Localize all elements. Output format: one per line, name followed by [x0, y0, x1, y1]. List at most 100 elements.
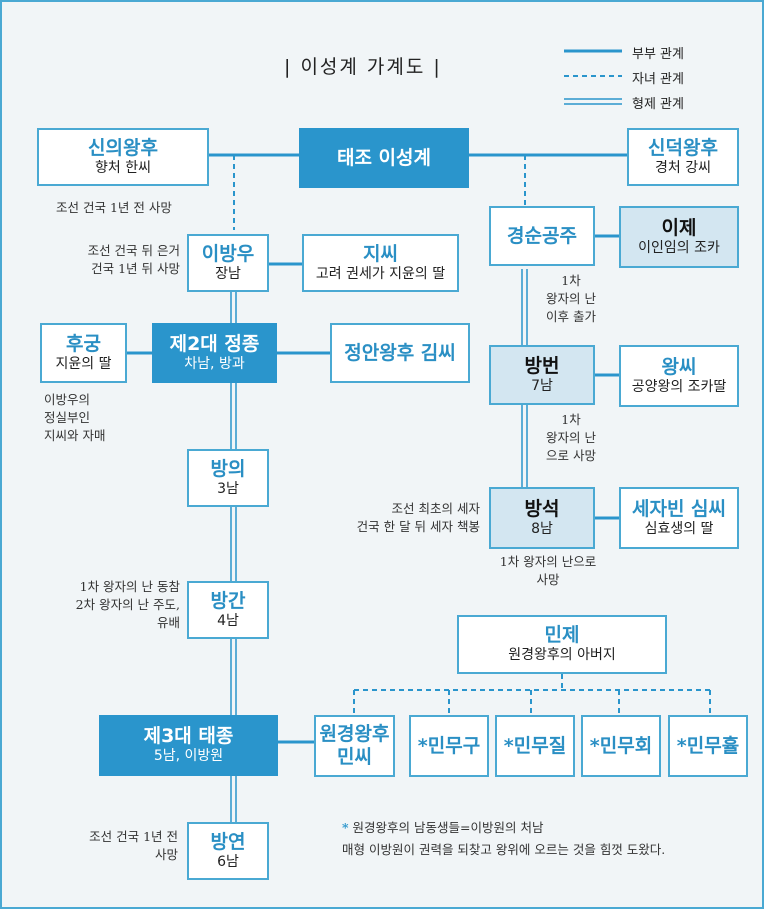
person-jeongan: 정안왕후 김씨: [330, 323, 470, 383]
person-name: 왕씨: [661, 355, 697, 378]
note-line: 1차 왕자의 난으로: [499, 554, 597, 569]
person-name: 신의왕후: [88, 136, 158, 159]
note-line: 정실부인: [44, 410, 91, 426]
person-name: 이방우: [201, 242, 255, 265]
person-name: *민무질: [503, 734, 567, 757]
person-desc: 장남: [215, 265, 241, 282]
person-name: 방석: [524, 497, 560, 520]
legend-marriage-label: 부부 관계: [632, 47, 684, 62]
note-line: 사망: [154, 847, 178, 863]
person-name: 원경왕후: [319, 723, 390, 746]
note-bangwoo: 조선 건국 뒤 은거 건국 1년 뒤 사망: [62, 242, 180, 278]
note-hugung: 이방우의 정실부인 지씨와 자매: [44, 391, 105, 445]
person-minhyul: *민무휼: [668, 715, 748, 777]
note-line: 건국 1년 뒤 사망: [91, 261, 180, 277]
person-name: 정안왕후 김씨: [344, 341, 456, 364]
person-bangyeon: 방연 6남: [187, 822, 269, 880]
person-banggan: 방간 4남: [187, 581, 269, 639]
person-desc: 심효생의 딸: [644, 520, 714, 537]
person-bangbeon: 방번 7남: [489, 345, 595, 405]
person-bangui: 방의 3남: [187, 449, 269, 507]
note-bangseok: 조선 최초의 세자 건국 한 달 뒤 세자 책봉: [322, 500, 480, 536]
note-bangyeon: 조선 건국 1년 전 사망: [46, 828, 178, 864]
note-line: 사망: [536, 572, 560, 588]
person-name: 태조 이성계: [336, 146, 431, 169]
person-taejong: 제3대 태종 5남, 이방원: [99, 715, 278, 776]
person-desc: 향처 한씨: [95, 159, 151, 176]
note-line: 2차 왕자의 난 주도,: [75, 597, 180, 613]
person-desc: 공양왕의 조카딸: [631, 378, 727, 395]
person-ije: 이제 이인임의 조카: [619, 206, 739, 268]
note-line: 유배: [156, 615, 180, 631]
note-sinui-death: 조선 건국 1년 전 사망: [56, 200, 172, 215]
person-desc: 차남, 방과: [184, 355, 245, 372]
person-desc: 경처 강씨: [655, 159, 711, 176]
note-line: 왕자의 난: [546, 291, 596, 307]
note-line: 1차 왕자의 난 동참: [79, 579, 180, 594]
footnote-text: 원경왕후의 남동생들=이방원의 처남: [352, 820, 544, 835]
person-desc: 3남: [217, 480, 239, 497]
note-line: 이방우의: [44, 392, 91, 407]
person-wongyeong: 원경왕후 민씨: [314, 715, 395, 777]
note-gyeongsun: 1차 왕자의 난 이후 출가: [530, 272, 612, 326]
person-minjil: *민무질: [495, 715, 575, 777]
person-sinui: 신의왕후 향처 한씨: [37, 128, 209, 186]
person-desc: 지윤의 딸: [55, 355, 112, 372]
person-name: *민무회: [589, 734, 653, 757]
person-desc: 6남: [217, 853, 239, 870]
note-line: 조선 최초의 세자: [391, 501, 480, 516]
person-desc: 8남: [531, 520, 553, 537]
person-name: 경순공주: [507, 224, 577, 247]
person-desc: 5남, 이방원: [153, 748, 224, 765]
person-name: 제2대 정종: [169, 332, 260, 355]
person-name: 방의: [210, 457, 246, 480]
person-name-2: 민씨: [337, 746, 372, 768]
person-desc: 원경왕후의 아버지: [508, 647, 616, 664]
person-name: *민무휼: [676, 734, 740, 757]
person-name: 방연: [210, 830, 246, 853]
person-name: 지씨: [363, 242, 398, 265]
person-desc: 이인임의 조카: [638, 239, 720, 256]
note-line: 으로 사망: [546, 448, 596, 464]
note-line: 조선 건국 뒤 은거: [87, 243, 180, 258]
footnote-line-2: 매형 이방원이 권력을 되찾고 왕위에 오르는 것을 힘껏 도왔다.: [342, 841, 666, 857]
footnote: * 원경왕후의 남동생들=이방원의 처남 매형 이방원이 권력을 되찾고 왕위에…: [342, 817, 665, 861]
person-desc: 7남: [531, 377, 553, 394]
person-jissi: 지씨 고려 권세가 지윤의 딸: [302, 234, 459, 292]
note-line: 조선 건국 1년 전: [89, 829, 178, 844]
note-line: 왕자의 난: [546, 430, 596, 446]
person-jeongjong: 제2대 정종 차남, 방과: [152, 323, 277, 383]
person-bangseok: 방석 8남: [489, 487, 595, 549]
person-simssi: 세자빈 심씨 심효생의 딸: [619, 487, 739, 549]
diagram-title: | 이성계 가계도 |: [284, 56, 442, 78]
legend-child-label: 자녀 관계: [632, 72, 684, 87]
person-minje: 민제 원경왕후의 아버지: [457, 615, 667, 674]
footnote-star: *: [342, 820, 349, 835]
person-minhoe: *민무회: [581, 715, 661, 777]
person-gyeongsun: 경순공주: [489, 206, 595, 266]
person-hugung: 후궁 지윤의 딸: [40, 323, 127, 383]
person-wangssi: 왕씨 공양왕의 조카딸: [619, 345, 739, 407]
note-line: 1차: [561, 412, 581, 427]
note-line: 건국 한 달 뒤 세자 책봉: [356, 519, 480, 535]
person-sindeok: 신덕왕후 경처 강씨: [627, 128, 739, 186]
person-name: 방번: [524, 354, 560, 377]
person-name: 제3대 태종: [143, 725, 234, 748]
note-line: 이후 출가: [546, 309, 596, 325]
person-mingu: *민무구: [409, 715, 489, 777]
footnote-line-1: * 원경왕후의 남동생들=이방원의 처남: [342, 817, 665, 839]
legend-sibling-label: 형제 관계: [632, 97, 684, 112]
person-name: 방간: [210, 589, 246, 612]
person-desc: 고려 권세가 지윤의 딸: [315, 265, 446, 282]
person-name: *민무구: [417, 734, 481, 757]
note-bangbeon: 1차 왕자의 난 으로 사망: [530, 411, 612, 465]
person-name: 신덕왕후: [648, 136, 718, 159]
note-bangseok-death: 1차 왕자의 난으로 사망: [480, 553, 616, 589]
person-name: 이제: [661, 216, 697, 239]
person-desc: 4남: [217, 612, 239, 629]
person-bangwoo: 이방우 장남: [187, 234, 269, 292]
person-name: 세자빈 심씨: [631, 497, 726, 520]
person-name: 민제: [544, 624, 580, 647]
note-banggan: 1차 왕자의 난 동참 2차 왕자의 난 주도, 유배: [46, 578, 180, 632]
